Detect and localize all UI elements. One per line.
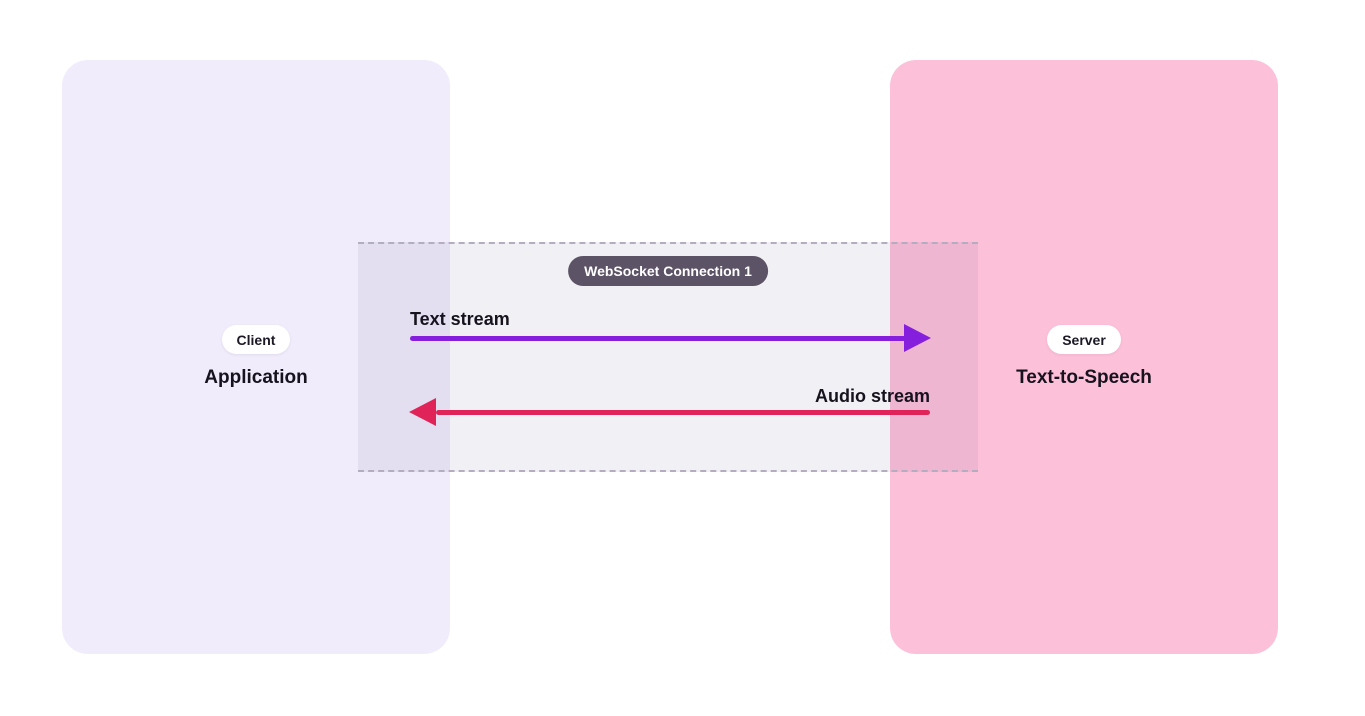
text-stream-arrowhead-right-icon <box>904 324 931 352</box>
server-box: Server Text-to-Speech <box>890 60 1278 654</box>
client-badge: Client <box>221 325 291 354</box>
text-stream-label: Text stream <box>410 309 510 329</box>
websocket-connection-badge: WebSocket Connection 1 <box>568 256 768 286</box>
text-stream-arrow-line <box>410 336 906 341</box>
audio-stream-arrowhead-left-icon <box>409 398 436 426</box>
websocket-connection-band: WebSocket Connection 1 Text stream Audio… <box>358 242 978 472</box>
server-badge: Server <box>1047 325 1121 354</box>
audio-stream-label: Audio stream <box>814 386 930 406</box>
client-box-title: Application <box>204 367 308 388</box>
server-box-title: Text-to-Speech <box>1016 367 1152 388</box>
audio-stream-arrow-line <box>436 410 930 415</box>
client-box: Client Application <box>62 60 450 654</box>
